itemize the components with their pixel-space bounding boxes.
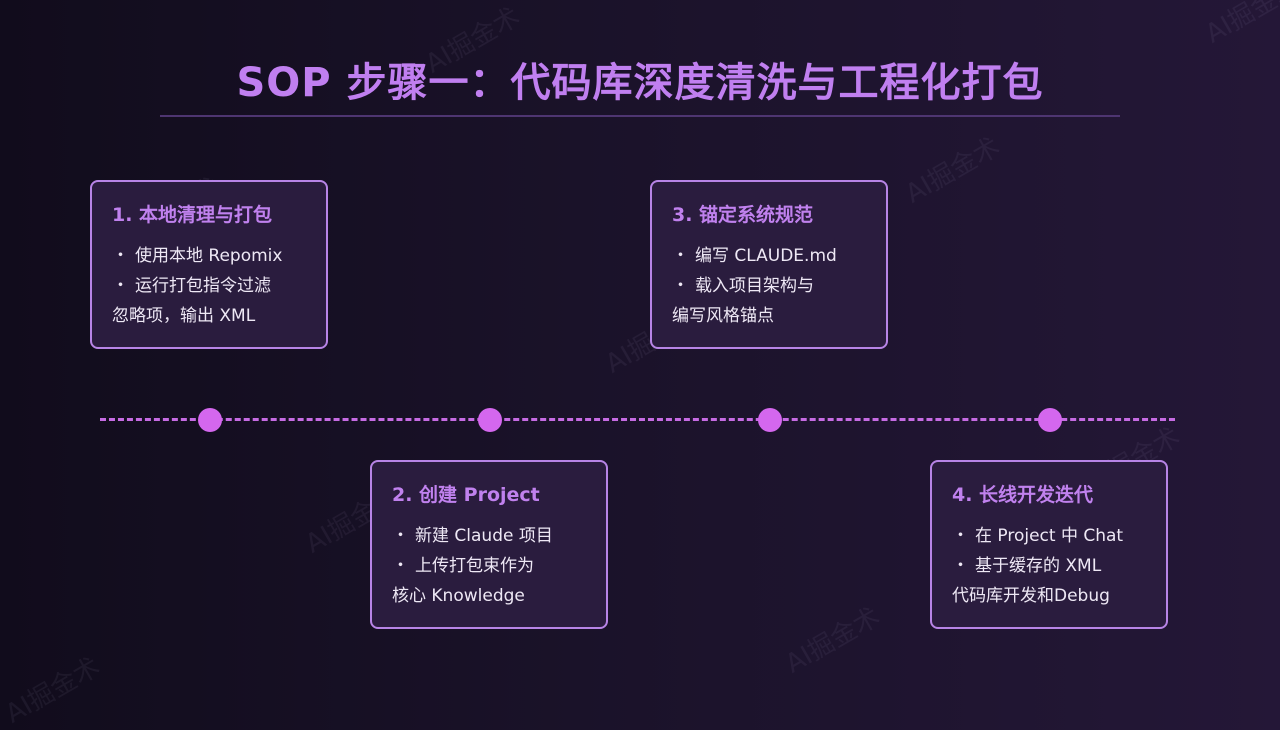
step-line-text: 核心 Knowledge [392,586,525,606]
timeline-dot-2 [478,408,502,432]
step-title: 3. 锚定系统规范 [672,204,814,226]
step-line-text: 载入项目架构与 [695,276,814,296]
step-line-text: 新建 Claude 项目 [415,526,553,546]
step-card-4: 4. 长线开发迭代 ・在 Project 中 Chat ・基于缓存的 XML 代… [930,460,1168,629]
step-line-text: 基于缓存的 XML [975,556,1102,576]
step-line-text: 使用本地 Repomix [135,246,283,266]
watermark: AI掘金术 [1200,0,1280,50]
step-line: ・载入项目架构与 [672,276,814,296]
page-title: SOP 步骤一：代码库深度清洗与工程化打包 [236,60,1044,106]
step-line-text: 编写风格锚点 [672,306,774,326]
step-line-text: 代码库开发和Debug [952,586,1110,606]
step-line: ・新建 Claude 项目 [392,526,553,546]
step-line: 代码库开发和Debug [952,581,1146,611]
step-line: ・上传打包束作为 [392,556,534,576]
step-line: ・基于缓存的 XML [952,556,1102,576]
step-card-1: 1. 本地清理与打包 ・使用本地 Repomix ・运行打包指令过滤 忽略项，输… [90,180,328,349]
step-title: 4. 长线开发迭代 [952,484,1094,506]
step-card-3: 3. 锚定系统规范 ・编写 CLAUDE.md ・载入项目架构与 编写风格锚点 [650,180,888,349]
step-line-text: 上传打包束作为 [415,556,534,576]
step-line: ・运行打包指令过滤 [112,276,271,296]
step-line: 核心 Knowledge [392,581,586,611]
step-title: 2. 创建 Project [392,484,540,506]
step-line-text: 运行打包指令过滤 [135,276,271,296]
step-line: 编写风格锚点 [672,301,866,331]
step-line: ・编写 CLAUDE.md [672,246,837,266]
watermark: AI掘金术 [900,131,1006,210]
step-title: 1. 本地清理与打包 [112,204,273,226]
step-line: 忽略项，输出 XML [112,301,306,331]
timeline-dot-3 [758,408,782,432]
watermark: AI掘金术 [780,601,886,680]
timeline-line [100,418,1175,421]
step-line-text: 在 Project 中 Chat [975,526,1124,546]
timeline-dot-4 [1038,408,1062,432]
step-line: ・使用本地 Repomix [112,246,283,266]
step-line: ・在 Project 中 Chat [952,526,1124,546]
timeline-dot-1 [198,408,222,432]
step-line-text: 忽略项，输出 XML [112,306,256,326]
step-card-2: 2. 创建 Project ・新建 Claude 项目 ・上传打包束作为 核心 … [370,460,608,629]
title-divider [160,115,1120,117]
step-line-text: 编写 CLAUDE.md [695,246,837,266]
watermark: AI掘金术 [0,651,106,730]
